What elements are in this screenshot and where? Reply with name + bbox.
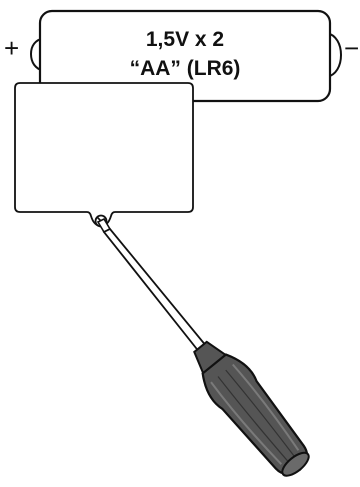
battery-voltage-label: 1,5V x 2: [146, 28, 224, 51]
screwdriver-handle: [182, 332, 319, 485]
positive-terminal-label: +: [4, 33, 19, 63]
screwdriver-shaft: [104, 229, 207, 353]
battery-type-label: “AA” (LR6): [130, 57, 241, 80]
battery-compartment-cover: [15, 83, 193, 226]
negative-terminal-label: −: [344, 33, 359, 63]
screwdriver-icon: [98, 219, 318, 485]
